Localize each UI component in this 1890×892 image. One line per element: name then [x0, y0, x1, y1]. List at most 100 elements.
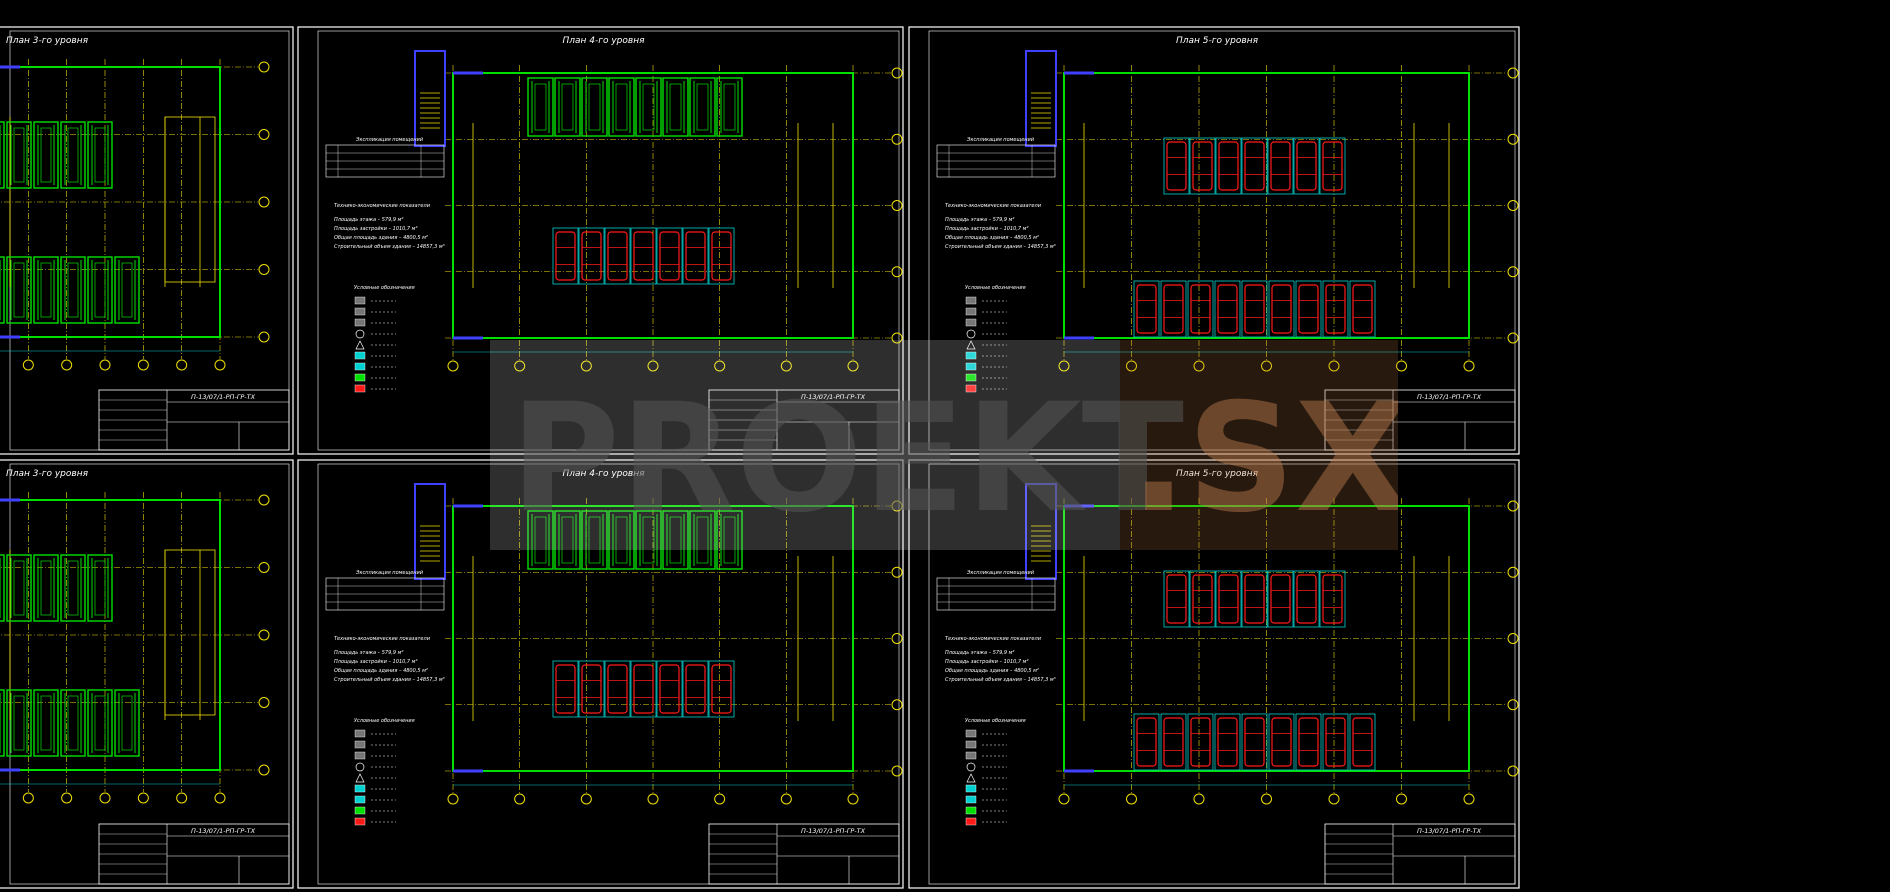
- axis-marker: [714, 360, 726, 372]
- car-symbol: [1293, 570, 1320, 628]
- stair-core: [1025, 483, 1057, 580]
- legend-swatch: [354, 806, 366, 815]
- legend-symbol: [355, 762, 365, 772]
- car-symbol: [578, 227, 605, 285]
- axis-marker: [647, 793, 659, 805]
- axis-marker: [891, 566, 903, 578]
- legend-swatch: [354, 740, 366, 749]
- legend-swatch: [965, 784, 977, 793]
- legend-swatch: [354, 373, 366, 382]
- axis-marker: [258, 196, 270, 208]
- axis-marker: [214, 792, 226, 804]
- parking-lift-symbol: [527, 510, 554, 570]
- car-symbol: [1322, 280, 1349, 338]
- axis-marker: [1507, 133, 1519, 145]
- axis-marker: [258, 494, 270, 506]
- legend-swatch: [965, 318, 977, 327]
- outer-wall: [1063, 72, 1470, 339]
- axis-marker: [580, 793, 592, 805]
- tep-line: Строительный объем здания – 14857,3 м³: [334, 677, 445, 683]
- legend-title: Условные обозначения: [354, 718, 415, 724]
- axis-marker: [447, 793, 459, 805]
- title-block: П-13/07/1-РП-ГР-ТХ: [708, 389, 900, 451]
- title-block: П-13/07/1-РП-ГР-ТХ: [98, 823, 290, 885]
- parking-lift-symbol: [608, 77, 635, 137]
- parking-lift-symbol: [554, 77, 581, 137]
- explication-table: [936, 144, 1056, 178]
- floor-plan: [414, 50, 903, 372]
- axis-marker: [1328, 793, 1340, 805]
- parking-lift-symbol: [608, 510, 635, 570]
- axis-marker: [176, 792, 188, 804]
- axis-marker: [1463, 793, 1475, 805]
- legend-swatch: [354, 751, 366, 760]
- axis-marker: [137, 359, 149, 371]
- drawing-code: П-13/07/1-РП-ГР-ТХ: [801, 393, 866, 401]
- car-symbol: [604, 227, 631, 285]
- tep-line: Площадь застройки – 1010,7 м²: [334, 659, 417, 665]
- axis-marker: [258, 629, 270, 641]
- parking-lift-symbol: [689, 77, 716, 137]
- sheet-frame: [0, 26, 294, 455]
- car-symbol: [552, 227, 579, 285]
- parking-lift-symbol: [635, 510, 662, 570]
- legend-symbol: [355, 340, 365, 350]
- car-symbol: [1187, 713, 1214, 771]
- car-symbol: [708, 227, 735, 285]
- axis-marker: [647, 360, 659, 372]
- car-symbol: [1349, 280, 1376, 338]
- axis-marker: [1126, 360, 1137, 372]
- axis-marker: [1396, 360, 1407, 372]
- legend-symbol: [966, 773, 976, 783]
- outer-wall: [0, 499, 221, 771]
- axis-marker: [258, 331, 270, 343]
- car-symbol: [1160, 713, 1187, 771]
- legend-title: Условные обозначения: [965, 285, 1026, 291]
- parking-lift-symbol: [114, 256, 140, 324]
- legend-swatch: [965, 740, 977, 749]
- sheet-title: План 5-го уровня: [1176, 36, 1259, 46]
- drawing-code: П-13/07/1-РП-ГР-ТХ: [191, 393, 256, 401]
- car-symbol: [1319, 137, 1346, 195]
- car-symbol: [1268, 713, 1295, 771]
- legend-swatch: [354, 729, 366, 738]
- axis-marker: [1507, 67, 1519, 79]
- tep-title: Технико-экономические показатели: [945, 203, 1042, 209]
- car-symbol: [1214, 280, 1241, 338]
- car-symbol: [1349, 713, 1376, 771]
- drawing-code: П-13/07/1-РП-ГР-ТХ: [191, 827, 256, 835]
- car-symbol: [708, 660, 735, 718]
- legend-title: Условные обозначения: [965, 718, 1026, 724]
- outer-wall: [452, 72, 854, 339]
- car-symbol: [1267, 137, 1294, 195]
- axis-marker: [1463, 360, 1475, 372]
- sheet-title: План 4-го уровня: [563, 36, 646, 46]
- explication-table: [936, 577, 1056, 611]
- axis-marker: [514, 360, 526, 372]
- parking-lift-symbol: [6, 689, 32, 757]
- parking-lift-symbol: [33, 121, 59, 189]
- parking-lift-symbol: [60, 256, 86, 324]
- parking-lift-symbol: [6, 256, 32, 324]
- car-symbol: [1187, 280, 1214, 338]
- sheet-inner-frame: [317, 463, 900, 885]
- tep-line: Строительный объем здания – 14857,3 м³: [334, 244, 445, 250]
- car-symbol: [656, 660, 683, 718]
- car-symbol: [1295, 280, 1322, 338]
- parking-lift-symbol: [554, 510, 581, 570]
- legend-swatch: [965, 362, 977, 371]
- drawing-code: П-13/07/1-РП-ГР-ТХ: [1417, 827, 1482, 835]
- parking-lift-symbol: [635, 77, 662, 137]
- axis-marker: [1507, 633, 1519, 644]
- legend: [965, 729, 1007, 826]
- axis-marker: [891, 765, 903, 777]
- car-symbol: [604, 660, 631, 718]
- legend-swatch: [354, 795, 366, 804]
- axis-marker: [891, 699, 903, 711]
- legend-swatch: [354, 784, 366, 793]
- axis-marker: [447, 360, 459, 372]
